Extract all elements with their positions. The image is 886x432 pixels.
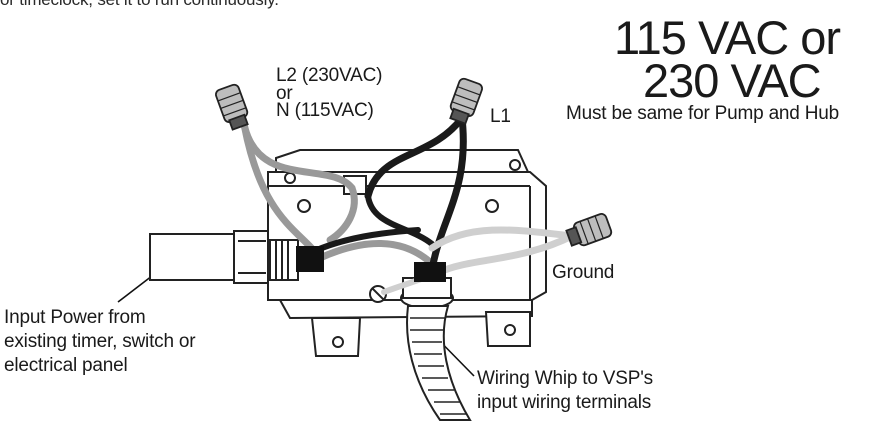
input-power-label-1: Input Power from: [4, 307, 146, 328]
wiring-whip: [406, 305, 472, 421]
header-text: or timeclock, set it to run continuously…: [0, 0, 279, 8]
voltage-line-1: 115 VAC or: [614, 11, 841, 64]
input-conduit: [149, 230, 269, 284]
screw: [284, 172, 296, 184]
screw: [297, 199, 311, 213]
whip-label-2: input wiring terminals: [477, 392, 652, 413]
wire-nut-ground: [565, 213, 613, 247]
ground-wire-b: [436, 232, 576, 276]
input-power-label-2: existing timer, switch or: [4, 331, 196, 352]
wire-nut-l2: [215, 83, 249, 131]
l1-wire-a: [364, 114, 466, 200]
left-fitting: [269, 239, 299, 281]
conduit-connector: [233, 230, 269, 284]
screw: [509, 159, 521, 171]
conduit-pipe: [149, 233, 237, 281]
wires: [240, 114, 576, 295]
box-outline: [267, 171, 547, 301]
voltage-note: Must be same for Pump and Hub: [566, 103, 840, 124]
wire-nuts: [215, 77, 613, 247]
whip-label-1: Wiring Whip to VSP's: [477, 368, 653, 389]
wire-nut-l1: [449, 77, 483, 125]
ground-label: Ground: [552, 262, 615, 283]
l2-or-label: or: [276, 83, 293, 104]
input-power-label-3: electrical panel: [4, 355, 128, 376]
left-tape-band: [296, 246, 324, 272]
junction-box: [267, 149, 547, 357]
l1-label: L1: [490, 106, 511, 127]
l1-wire-b: [428, 114, 467, 274]
whip-conduit: [406, 305, 472, 421]
neutral-label: N (115VAC): [276, 100, 374, 121]
voltage-line-2: 230 VAC: [643, 54, 822, 107]
screw: [485, 199, 499, 213]
bottom-tape-band: [414, 262, 446, 282]
ground-wire-a: [428, 226, 576, 252]
l2-label: L2 (230VAC): [276, 65, 383, 86]
